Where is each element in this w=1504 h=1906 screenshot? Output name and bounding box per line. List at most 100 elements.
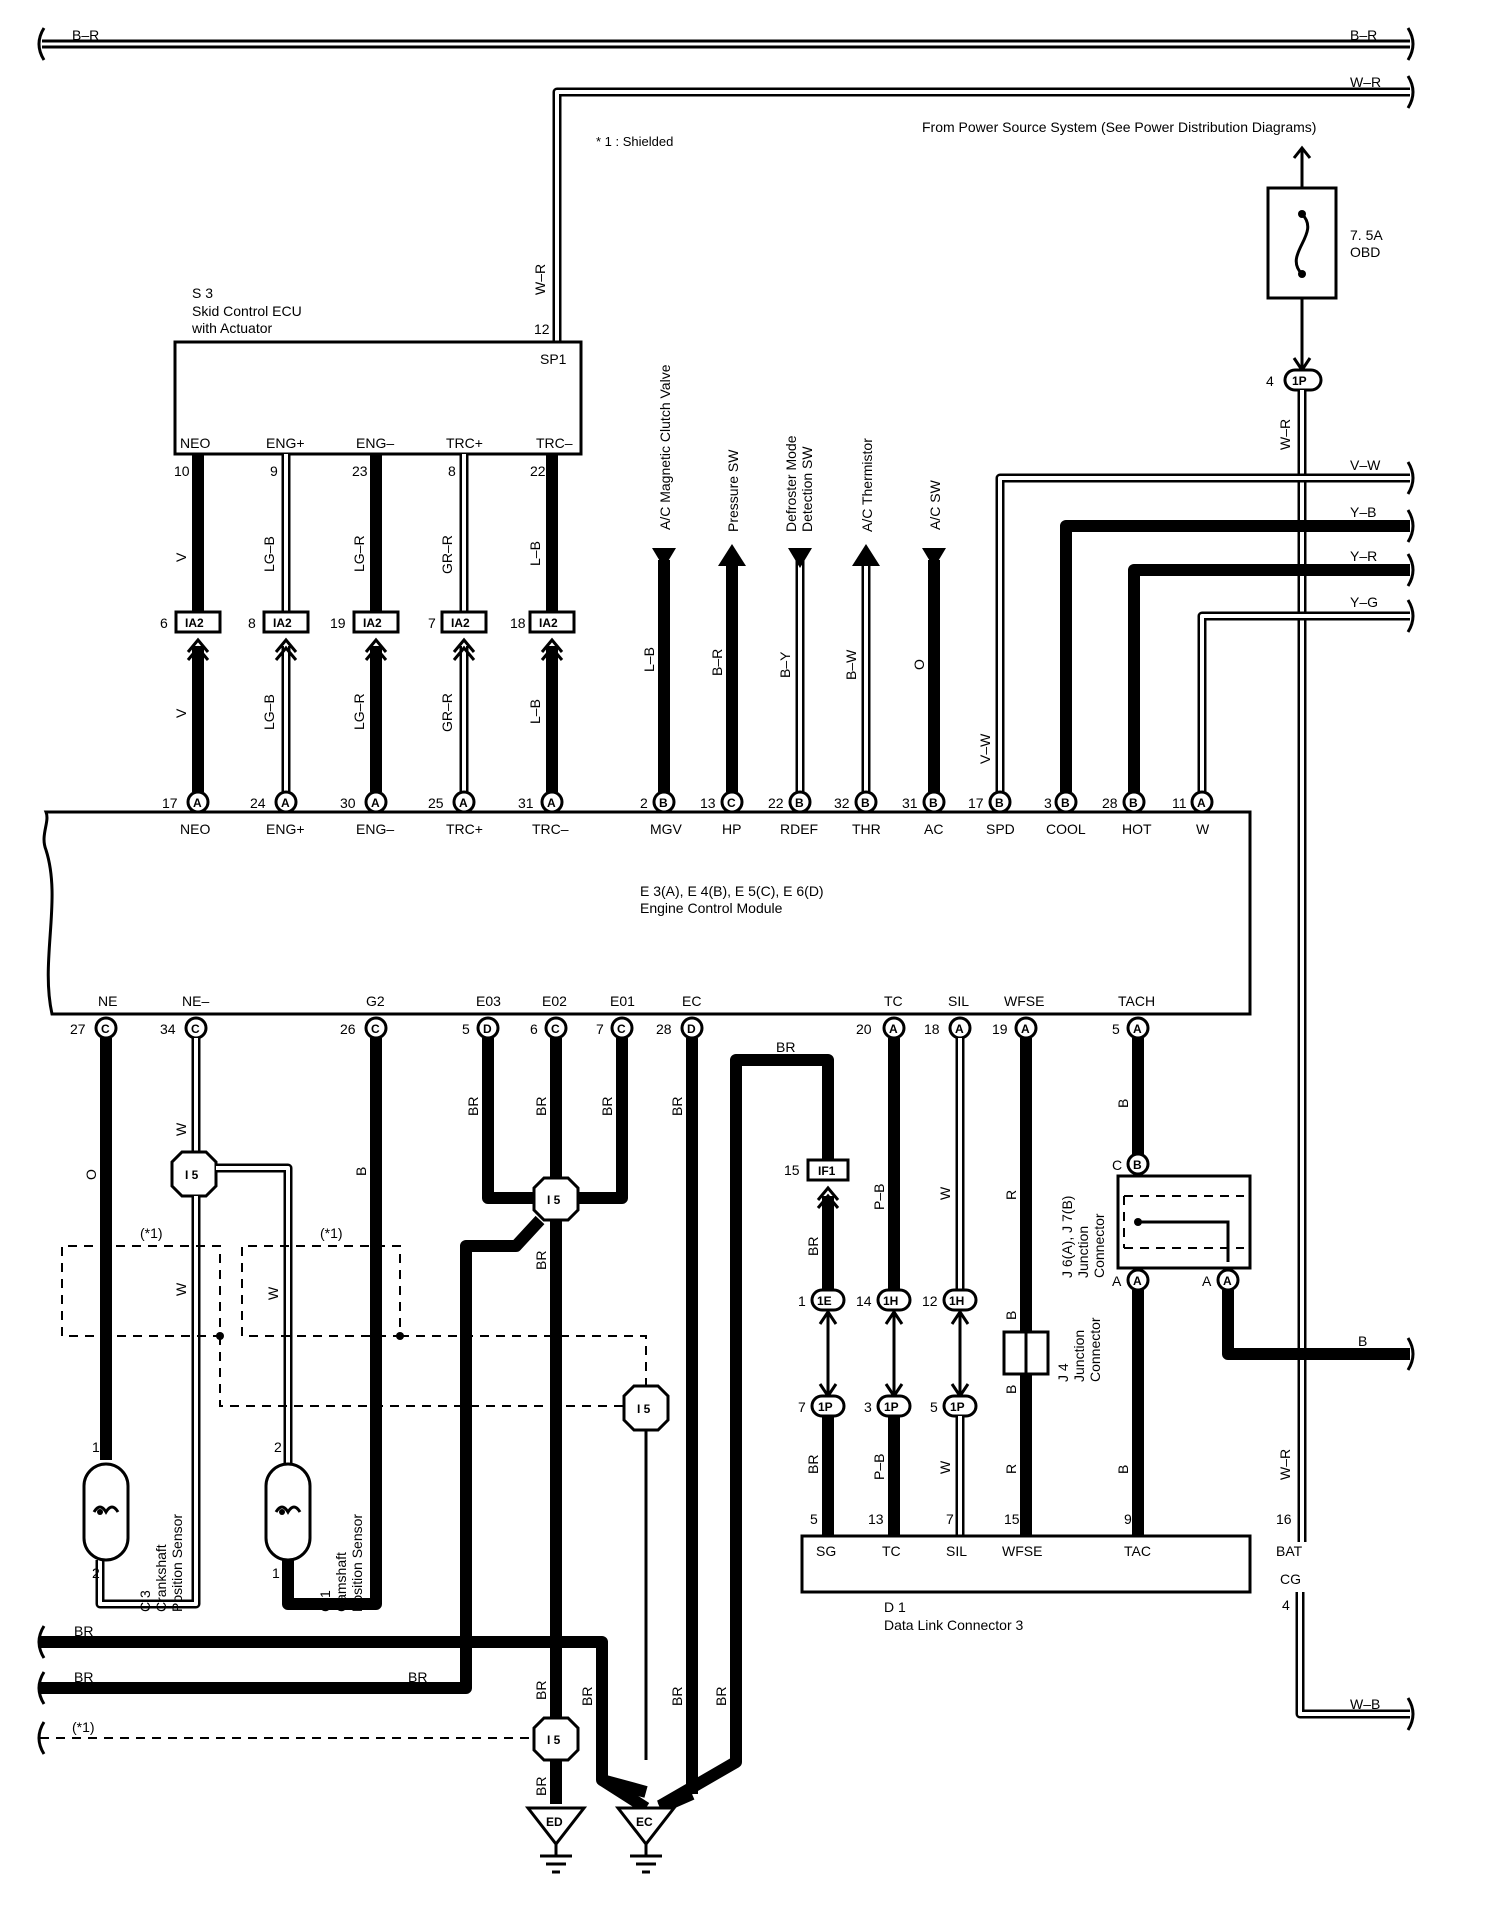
ground-ed-label: ED [546, 1815, 563, 1829]
wire-label-o: O [83, 1169, 99, 1180]
cam-pin-2: 2 [274, 1439, 282, 1455]
shield-lines: (*1) (*1) I 5 [61, 1225, 670, 1760]
ecm-bot-label-wfse: WFSE [1004, 993, 1044, 1009]
wire-label-neo-top: V [173, 552, 189, 562]
ecm-label-thr: THR [852, 821, 881, 837]
conn-1p-sil-label: 1P [950, 1400, 965, 1414]
ecm-name: Engine Control Module [640, 900, 783, 916]
tach-junction: B B C A A A A J 6(A), J 7(B) Junction Co… [1059, 1038, 1415, 1536]
ecm-bot-conn-ne-minus: C [191, 1022, 200, 1036]
j4-code: J 4 [1055, 1363, 1071, 1382]
wire-label-br-if1: BR [805, 1237, 821, 1256]
i5-junction-ground [532, 1176, 580, 1222]
ecm-bot-pin-ne: 27 [70, 1021, 86, 1037]
ia2-label-neo: IA2 [185, 616, 204, 630]
crank-pin-1: 1 [92, 1439, 100, 1455]
ecm-conn-trc-plus: A [459, 796, 468, 810]
ecm-bot-pin-wfse: 19 [992, 1021, 1008, 1037]
ecm-pin-thr: 32 [834, 795, 850, 811]
conn-1e-label: 1E [817, 1294, 832, 1308]
ecm-bottom-ec: EC D 28 [656, 993, 704, 1040]
ecm-bot-conn-ec: D [687, 1022, 696, 1036]
ecm-bot-pin-e01: 7 [596, 1021, 604, 1037]
wire-label-b-r-left: B–R [72, 27, 99, 43]
dlc-pin-sil: 7 [946, 1511, 954, 1527]
j-conn-c: C [1112, 1157, 1122, 1173]
ecm-bot-label-ne: NE [98, 993, 117, 1009]
wire-label-w-r-vertical: W–R [532, 264, 548, 295]
ac-hp-wire: B–R [709, 649, 725, 676]
if1-label: IF1 [818, 1164, 836, 1178]
wire-label-br-sg: BR [776, 1039, 795, 1055]
wire-label-w-2: W [173, 1282, 189, 1296]
conn-1h-sil-pin: 12 [922, 1293, 938, 1309]
dlc-pin-bat: 16 [1276, 1511, 1292, 1527]
wire-label-r-wfse-bot: R [1003, 1464, 1019, 1474]
ecm-pin-trc-minus: 31 [518, 795, 534, 811]
skid-pin-num-eng-plus: 9 [270, 463, 278, 479]
ia2-label-trc-plus: IA2 [451, 616, 470, 630]
ecm-bot-pin-tc: 20 [856, 1021, 872, 1037]
i5-label-1: I 5 [185, 1168, 199, 1182]
ecm-bot-label-e01: E01 [610, 993, 635, 1009]
i5-junction-shield [622, 1384, 670, 1432]
engine-control-module: E 3(A), E 4(B), E 5(C), E 6(D) Engine Co… [42, 810, 1252, 1016]
ecm-pin-hp: 13 [700, 795, 716, 811]
ia2-label-eng-minus: IA2 [363, 616, 382, 630]
if1-connector [806, 1158, 850, 1182]
ecm-label-w: W [1196, 821, 1210, 837]
skid-ecu-pin-numbers: 10 9 23 8 22 [174, 463, 546, 479]
skid-ecu-pin-label-trc-minus: TRC– [536, 435, 573, 451]
connector-1p-label: 1P [1292, 374, 1307, 388]
bus-b-r: B–R B–R [37, 27, 1415, 61]
cam-sensor-name2: Position Sensor [349, 1514, 365, 1612]
ac-mgv-name: A/C Magnetic Clutch Valve [657, 364, 673, 530]
j-conn-name2: Connector [1091, 1213, 1107, 1278]
wire-label-v-w-vertical: V–W [977, 733, 993, 764]
ecm-conn-spd: B [995, 796, 1004, 810]
ia2-pin-eng-plus: 8 [248, 615, 256, 631]
wire-label-b-tac: B [1115, 1465, 1131, 1474]
wire-label-trc-plus-bot: GR–R [439, 693, 455, 732]
wire-label-w-sil-top: W [937, 1186, 953, 1200]
ecm-label-hp: HP [722, 821, 741, 837]
ecm-bot-pin-ec: 28 [656, 1021, 672, 1037]
ecm-conn-trc-minus: A [547, 796, 556, 810]
wire-label-neo-bot: V [173, 708, 189, 718]
ecm-bot-label-sil: SIL [948, 993, 969, 1009]
dlc-label-sg: SG [816, 1543, 836, 1559]
wire-label-r-wfse-mid1: B [1003, 1311, 1019, 1320]
ia2-label-trc-minus: IA2 [539, 616, 558, 630]
j-conn-name1: Junction [1075, 1226, 1091, 1278]
conn-1p-sil-pin: 5 [930, 1399, 938, 1415]
ia2-pin-eng-minus: 19 [330, 615, 346, 631]
ecm-bottom-ne-minus: NE–C34 [160, 993, 209, 1040]
dlc-box [800, 1534, 1252, 1594]
ecm-bot-conn-e03: D [483, 1022, 492, 1036]
shield-note: * 1 : Shielded [596, 134, 673, 149]
wire-label-br-bus2: BR [408, 1669, 427, 1685]
ecm-pin-spd: 17 [968, 795, 984, 811]
ecm-pin-w: 11 [1172, 795, 1187, 811]
wire-label-br-left1: BR [74, 1623, 93, 1639]
ecm-conn-hot: B [1129, 796, 1138, 810]
data-link-connector: SG TC SIL WFSE TAC BAT CG 5 13 7 15 9 16… [800, 1511, 1303, 1633]
cam-pin-1: 1 [272, 1565, 280, 1581]
ecm-bot-label-ec: EC [682, 993, 701, 1009]
ecm-label-trc-plus: TRC+ [446, 821, 483, 837]
ec-wires: BR BR BR BR [656, 1038, 834, 1812]
ia2-connector-neo: IA2 6 [160, 610, 222, 661]
wire-label-br-bus1: BR [579, 1687, 595, 1706]
wire-label-p-b-bot: P–B [871, 1454, 887, 1480]
ia2-connector-eng-minus: IA2 19 [330, 610, 400, 661]
crank-sensor-code: C 3 [137, 1590, 153, 1612]
skid-ecu-wires [192, 454, 558, 792]
